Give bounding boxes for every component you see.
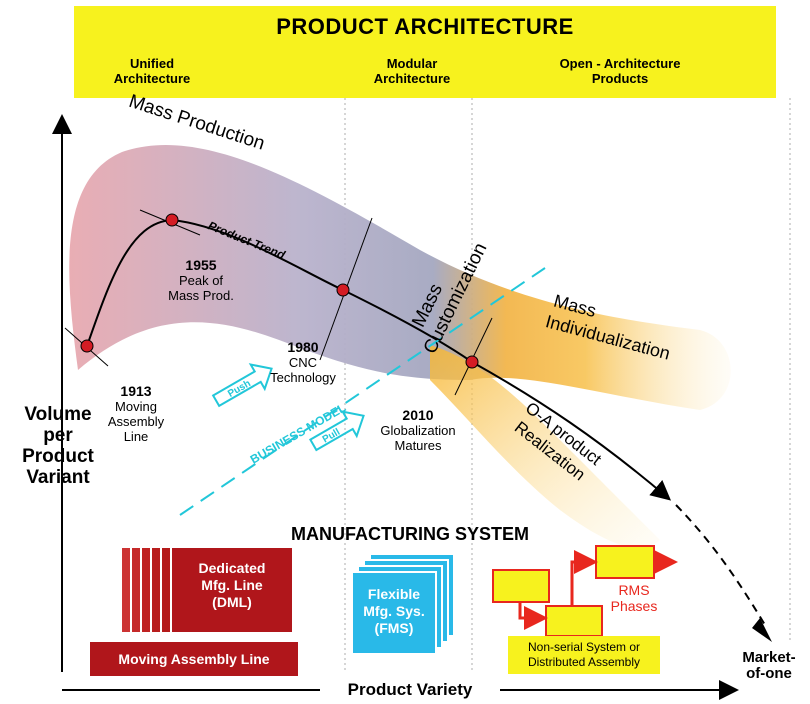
rms-box-3 xyxy=(595,545,655,579)
milestone-1913: 1913 Moving Assembly Line xyxy=(96,383,176,445)
dml-stripe xyxy=(152,548,160,632)
dml-label: Dedicated Mfg. Line (DML) xyxy=(198,560,266,610)
projection-arrowhead xyxy=(752,618,772,642)
fms-label: Flexible Mfg. Sys. (FMS) xyxy=(363,586,425,636)
rms-diagram xyxy=(492,545,678,674)
market-of-one-label: Market- of-one xyxy=(742,649,796,682)
volume-band xyxy=(69,144,731,410)
dml-box xyxy=(172,548,292,632)
rms-phases-label: RMS Phases xyxy=(610,582,658,614)
moving-assembly-box xyxy=(90,642,298,676)
page-title: PRODUCT ARCHITECTURE xyxy=(276,14,574,39)
dml-stripe xyxy=(132,548,140,632)
milestone-year: 1913 xyxy=(120,383,152,399)
milestone-1955: 1955 Peak of Mass Prod. xyxy=(156,257,246,304)
dml-stripe xyxy=(142,548,150,632)
manufacturing-system-title: MANUFACTURING SYSTEM xyxy=(291,524,529,544)
milestone-text: Moving Assembly Line xyxy=(107,399,165,444)
nonserial-label: Non-serial System or Distributed Assembl… xyxy=(527,640,641,669)
fms-panel xyxy=(351,571,437,655)
milestone-dot-1913 xyxy=(80,339,94,353)
milestone-2010: 2010 Globalization Matures xyxy=(364,407,472,454)
nonserial-box xyxy=(508,636,660,674)
modular-architecture-label: Modular Architecture xyxy=(373,56,451,86)
moving-assembly-label: Moving Assembly Line xyxy=(118,651,270,667)
milestone-text: CNC Technology xyxy=(270,355,336,385)
milestone-year: 1955 xyxy=(185,257,217,273)
milestone-year: 1980 xyxy=(287,339,319,355)
milestone-1980: 1980 CNC Technology xyxy=(258,339,348,386)
open-architecture-label: Open - Architecture Products xyxy=(559,56,681,86)
milestone-dot-2010 xyxy=(465,355,479,369)
milestone-text: Globalization Matures xyxy=(380,423,456,453)
oa-realization-band xyxy=(430,345,660,549)
market-of-one-projection xyxy=(675,504,766,626)
fms-stack xyxy=(351,553,455,655)
milestone-text: Peak of Mass Prod. xyxy=(168,273,234,303)
milestone-dot-1980 xyxy=(336,283,350,297)
x-axis-label: Product Variety xyxy=(347,680,473,699)
y-axis-label: Volume per Product Variant xyxy=(22,404,94,488)
rms-box-2 xyxy=(545,605,603,637)
unified-architecture-label: Unified Architecture xyxy=(113,56,191,86)
mass-production-label: Mass Production xyxy=(126,91,267,155)
pull-label: Pull xyxy=(321,427,343,446)
dml-block xyxy=(90,548,298,676)
dml-stripe xyxy=(122,548,130,632)
dml-stripe xyxy=(162,548,170,632)
rms-box-1 xyxy=(492,569,550,603)
milestone-year: 2010 xyxy=(402,407,434,423)
milestone-dot-1955 xyxy=(165,213,179,227)
rms-arrow-2 xyxy=(570,550,598,606)
rms-arrow-1 xyxy=(518,602,548,630)
header-band xyxy=(74,6,776,98)
